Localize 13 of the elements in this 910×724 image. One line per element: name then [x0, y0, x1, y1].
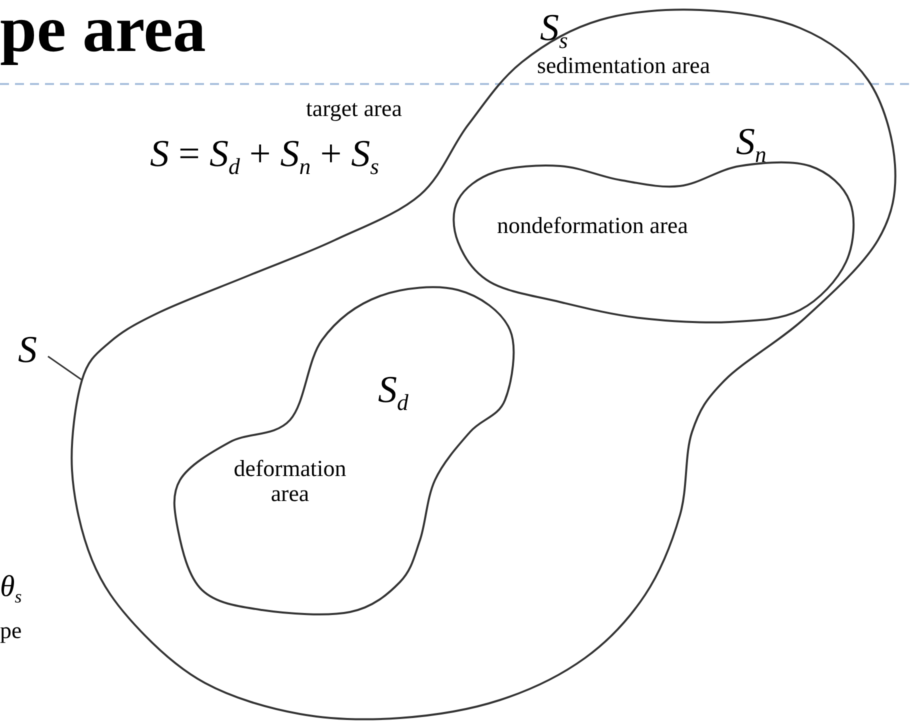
- leader-line: [48, 356, 82, 381]
- symbol-label: S$_{d}$: [378, 370, 408, 416]
- symbol-label: S$_{n}$: [736, 122, 766, 168]
- region-label: deformation area: [232, 456, 348, 507]
- title: pe area: [0, 0, 206, 68]
- region-label: sedimentation area: [537, 53, 710, 78]
- symbol-label: S$_{s}$: [540, 8, 568, 54]
- symbol-label: θ$_{s}$: [0, 570, 22, 608]
- formula: S = S$_{d}$ + S$_{n}$ + S$_{s}$: [150, 134, 379, 180]
- symbol-label: S: [18, 330, 37, 372]
- caption-text: target area: [306, 96, 402, 122]
- region-label: nondeformation area: [497, 213, 688, 238]
- text-fragment: pe: [0, 618, 22, 644]
